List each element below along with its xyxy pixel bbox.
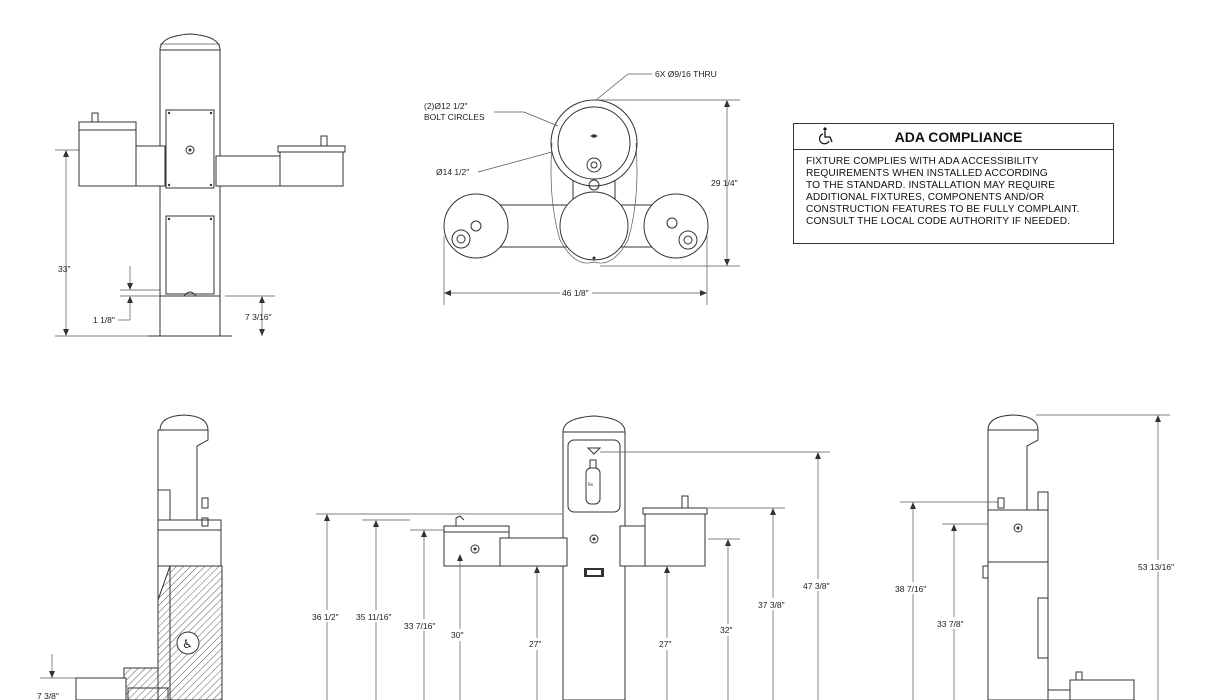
front-h2-label: 35 11/16" xyxy=(356,612,391,622)
front-dimension-lines xyxy=(324,452,821,700)
front-h8-label: 37 3/8" xyxy=(758,600,785,610)
ada-text: FIXTURE COMPLIES WITH ADA ACCESSIBILITY … xyxy=(806,156,1080,227)
side-elevation-view: 33" 1 1/8" 7 3/16" xyxy=(55,33,346,337)
bolt-circles-label-1: (2)Ø12 1/2" xyxy=(424,101,468,111)
wheelchair-icon xyxy=(819,127,833,145)
side-base-height-label: 7 3/16" xyxy=(245,312,272,322)
plan-depth-label: 29 1/4" xyxy=(711,178,738,188)
side-height-label: 33" xyxy=(58,264,70,274)
svg-text:Be: Be xyxy=(588,482,594,487)
section-view: ♿ 7 3/8" xyxy=(37,414,223,700)
front-h4-label: 30" xyxy=(451,630,463,640)
outer-diameter-label: Ø14 1/2" xyxy=(436,167,469,177)
ada-title: ADA COMPLIANCE xyxy=(894,129,1023,145)
plan-width-label: 46 1/8" xyxy=(562,288,589,298)
front-elevation-view: Be 36 1/2" xyxy=(310,415,837,700)
right-elevation-view: 38 7/16" 33 7/8" 53 13/16" xyxy=(893,414,1182,700)
section-dim-label: 7 3/8" xyxy=(37,691,59,700)
bolt-holes-label: 6X Ø9/16 THRU xyxy=(655,69,717,79)
ada-compliance-box: ADA COMPLIANCE FIXTURE COMPLIES WITH ADA… xyxy=(793,123,1114,244)
wheelchair-icon: ♿ xyxy=(182,637,193,651)
plan-view: 29 1/4" 46 1/8" 6X Ø9/16 THRU (2)Ø12 1/2… xyxy=(424,69,740,305)
front-h7-label: 32" xyxy=(720,625,732,635)
front-h6-label: 27" xyxy=(659,639,671,649)
front-h9-label: 47 3/8" xyxy=(803,581,830,591)
right-h1-label: 38 7/16" xyxy=(895,584,926,594)
front-h3-label: 33 7/16" xyxy=(404,621,435,631)
ada-header: ADA COMPLIANCE xyxy=(794,124,1113,150)
side-base-gap-label: 1 1/8" xyxy=(93,315,115,325)
right-h3-label: 53 13/16" xyxy=(1138,562,1174,572)
right-h2-label: 33 7/8" xyxy=(937,619,964,629)
front-h5-label: 27" xyxy=(529,639,541,649)
bolt-circles-label-2: BOLT CIRCLES xyxy=(424,112,485,122)
front-h1-label: 36 1/2" xyxy=(312,612,339,622)
